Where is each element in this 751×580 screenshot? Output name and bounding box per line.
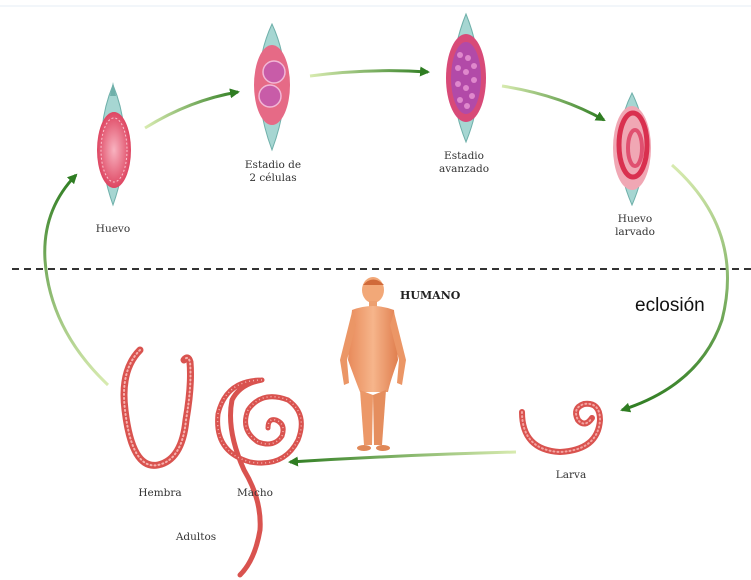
macho-worm bbox=[218, 380, 302, 575]
label-huevo-larvado-line1: Huevo bbox=[618, 213, 652, 225]
larva-worm bbox=[522, 404, 600, 452]
arrow-2cell-to-avanzado bbox=[310, 71, 428, 76]
egg-avanzado bbox=[446, 14, 486, 142]
hembra-worm bbox=[124, 350, 191, 465]
label-adultos: Adultos bbox=[175, 531, 216, 543]
label-estadio-avanzado-line1: Estadio bbox=[444, 150, 484, 162]
egg-2-cells bbox=[254, 24, 290, 150]
label-larva: Larva bbox=[556, 469, 586, 481]
label-estadio-2-celulas-line2: 2 células bbox=[249, 172, 296, 184]
label-macho: Macho bbox=[237, 487, 273, 499]
label-eclosion: eclosión bbox=[635, 295, 705, 316]
label-huevo-larvado-line2: larvado bbox=[615, 226, 655, 238]
label-huevo: Huevo bbox=[96, 223, 130, 235]
arrow-larva-to-adultos bbox=[290, 452, 516, 462]
arrow-hembra-to-huevo bbox=[45, 175, 108, 385]
egg-larvado bbox=[613, 93, 651, 205]
label-humano: HUMANO bbox=[400, 289, 461, 302]
arrow-avanzado-to-larvado bbox=[502, 86, 604, 120]
label-estadio-2-celulas-line1: Estadio de bbox=[245, 159, 301, 171]
arrow-huevo-to-2cell bbox=[145, 92, 238, 128]
human-figure bbox=[340, 277, 406, 451]
arrow-eclosion bbox=[622, 165, 728, 410]
label-estadio-avanzado-line2: avanzado bbox=[439, 163, 489, 175]
egg-huevo bbox=[97, 82, 131, 205]
label-hembra: Hembra bbox=[138, 487, 181, 499]
